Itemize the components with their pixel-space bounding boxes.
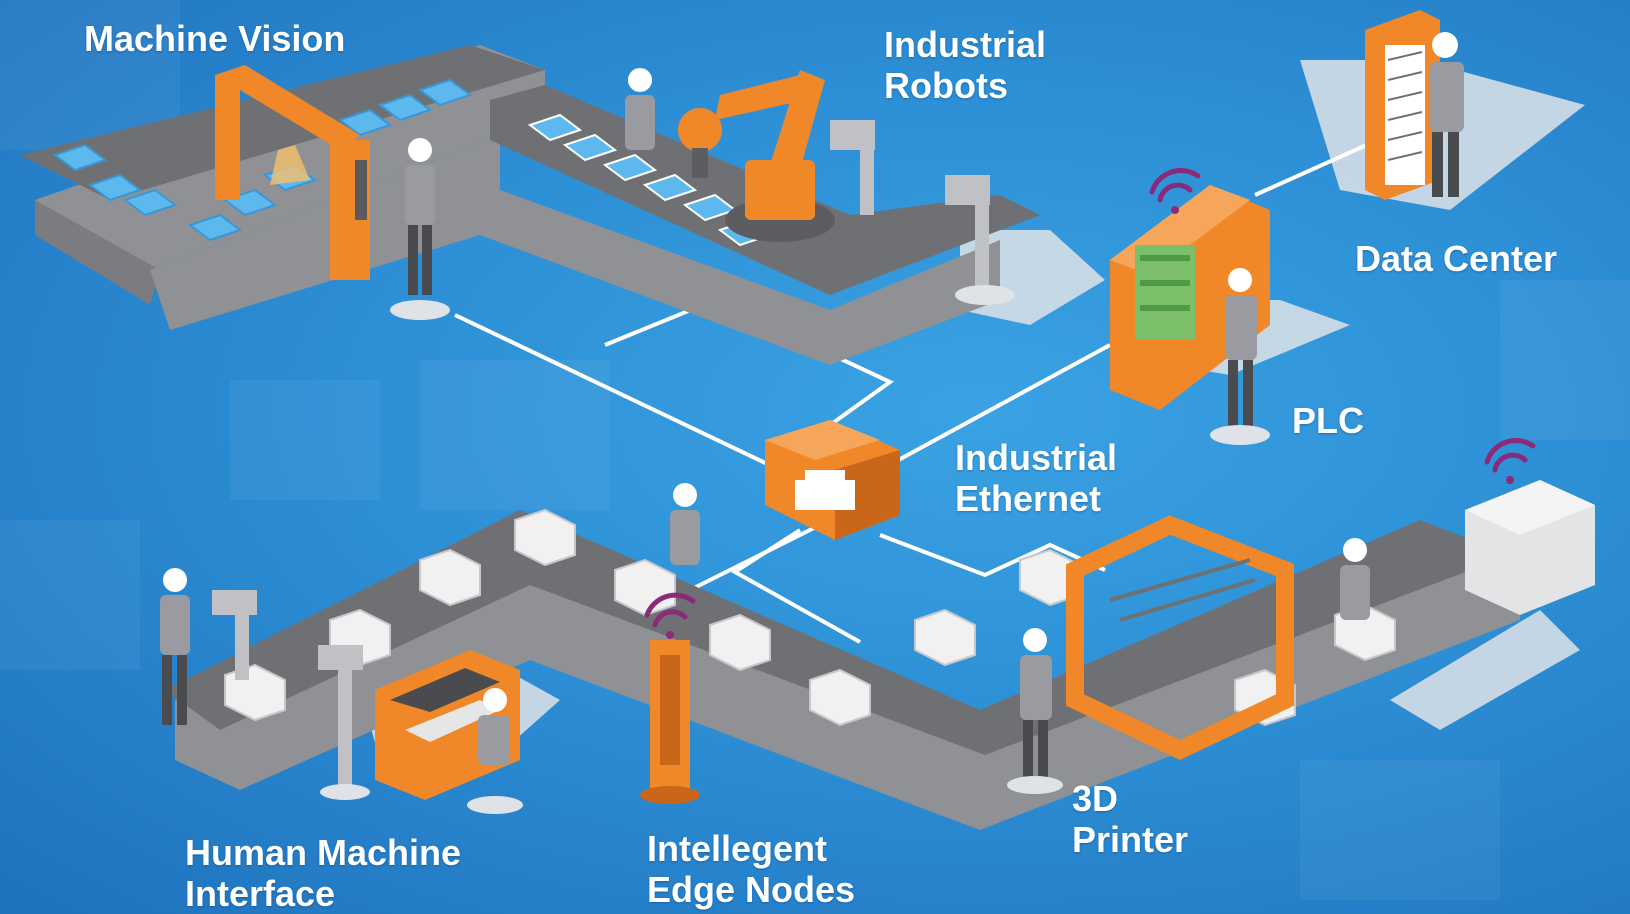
data-center-rack bbox=[1365, 10, 1440, 200]
industrial-ethernet-label: Industrial Ethernet bbox=[955, 437, 1118, 519]
intelligent-edge-nodes-label: Intellegent Edge Nodes bbox=[647, 828, 856, 910]
worker-icon bbox=[670, 483, 700, 565]
worker-icon bbox=[1430, 32, 1464, 197]
worker-icon bbox=[467, 688, 523, 814]
printer-3d-rails bbox=[1109, 558, 1256, 622]
packaging-machine bbox=[1465, 480, 1595, 615]
worker-icon bbox=[1210, 268, 1270, 445]
industrial-robots-label: Industrial Robots bbox=[884, 24, 1047, 106]
worker-icon bbox=[390, 138, 450, 320]
printer-3d-frame bbox=[1066, 515, 1294, 760]
plc-cabinet bbox=[1110, 185, 1270, 410]
edge-node-tower bbox=[640, 640, 700, 804]
wifi-icon bbox=[1484, 438, 1536, 484]
plc-label: PLC bbox=[1292, 400, 1364, 441]
printer-3d-label: 3D Printer bbox=[1072, 778, 1189, 860]
worker-icon bbox=[625, 68, 655, 150]
sensor-posts-bottom bbox=[212, 590, 370, 800]
machine-vision-label: Machine Vision bbox=[84, 18, 346, 59]
worker-icon bbox=[1007, 628, 1063, 794]
industrial-robot bbox=[678, 70, 835, 242]
ethernet-switch bbox=[765, 420, 900, 540]
wifi-icon bbox=[644, 592, 696, 639]
ethernet-port-icon bbox=[795, 470, 855, 510]
data-center-label: Data Center bbox=[1355, 238, 1558, 279]
worker-icon bbox=[1340, 538, 1370, 620]
worker-icon bbox=[160, 568, 190, 725]
wifi-icon bbox=[1149, 168, 1201, 214]
sensor-posts-top bbox=[830, 120, 1015, 305]
human-machine-interface-label: Human Machine Interface bbox=[185, 832, 462, 914]
machine-vision-gantry bbox=[215, 65, 370, 280]
